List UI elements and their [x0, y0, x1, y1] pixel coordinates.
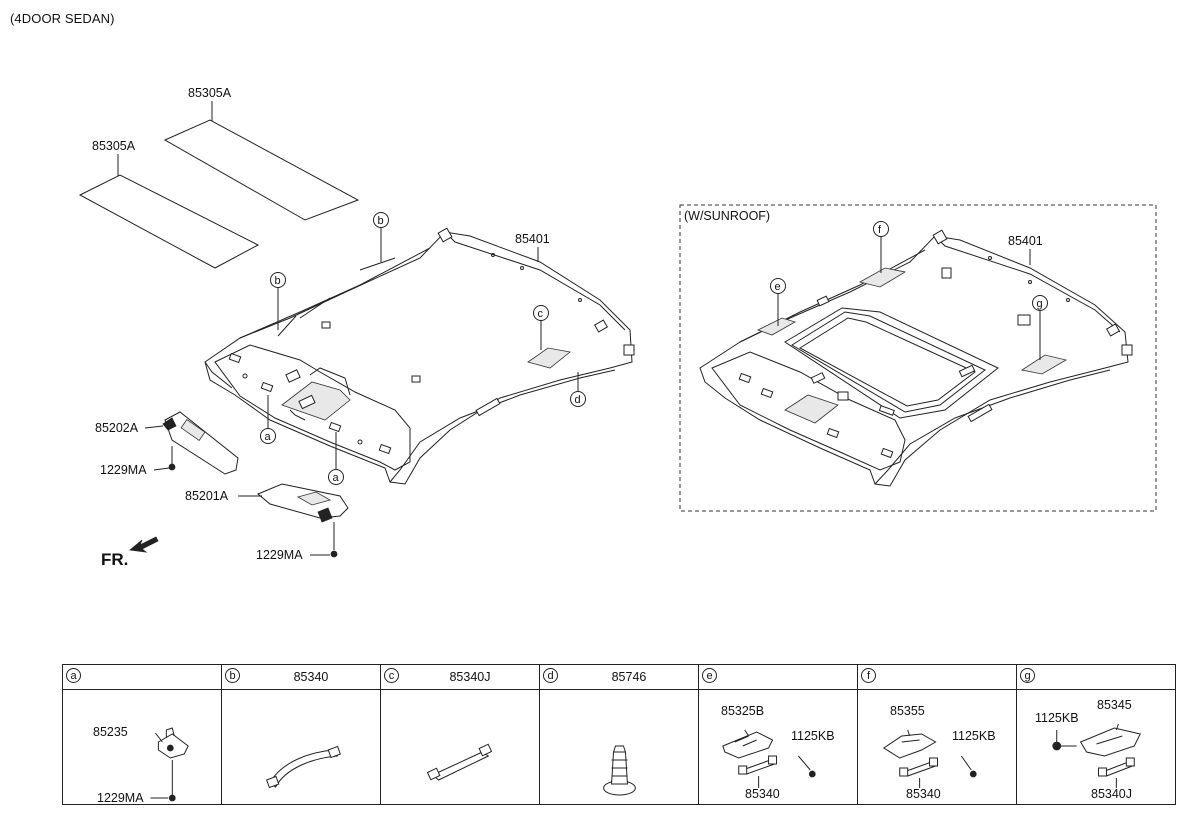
callout-g: g: [1037, 298, 1043, 310]
assist-handle-icon: [266, 745, 341, 789]
sunvisor-lh-screw-label: 1229MA: [256, 548, 303, 562]
sunvisor-rh-label: 85202A: [95, 421, 139, 435]
callout-f: f: [878, 224, 882, 236]
screw-icon: [330, 522, 338, 558]
sunvisor-rh-screw-label: 1229MA: [100, 463, 147, 477]
legend-body: 85325B 1125KB 85340: [699, 690, 857, 805]
legend-cell-c: c 85340J: [381, 665, 540, 804]
callout-circle: [270, 272, 286, 288]
assist-handle-icon: [738, 755, 778, 775]
legend-header: c 85340J: [381, 665, 539, 690]
legend-header: g: [1017, 665, 1175, 690]
front-direction-label: FR.: [101, 550, 128, 569]
legend-cell-a: a 85235 1229MA: [63, 665, 222, 805]
callout-circle: [533, 305, 549, 321]
roof-pad-lower: [78, 174, 260, 269]
legend-body: 85355 1125KB 85340: [858, 690, 1016, 805]
legend-body: [540, 690, 698, 805]
callout-circle: [328, 469, 344, 485]
sunvisor-rh: [162, 411, 239, 475]
legend-body: [222, 690, 380, 805]
legend-body: 85235 1229MA: [63, 690, 221, 805]
legend-sub-label: 85345: [1097, 698, 1132, 712]
legend-sub-label: 85340J: [1091, 787, 1133, 801]
legend-cell-e: e 85325B 1125KB 85340: [699, 665, 858, 804]
screw-icon: [168, 446, 176, 471]
legend-cell-d: d 85746: [540, 665, 699, 804]
legend-letter: b: [225, 668, 240, 683]
leader-line: [144, 425, 164, 429]
callout-circle: [373, 212, 389, 228]
sunvisor-lh-label: 85201A: [185, 489, 229, 503]
legend-cell-b: b 85340: [222, 665, 381, 804]
callout-b-lower: b: [275, 275, 281, 287]
legend-header: a: [63, 665, 221, 690]
legend-header: f: [858, 665, 1016, 690]
legend-letter: c: [384, 668, 399, 683]
callout-a-left: a: [265, 431, 272, 443]
callout-circle: [770, 278, 786, 294]
legend-letter: a: [66, 668, 81, 683]
legend-header: e: [699, 665, 857, 690]
sunroof-variant-frame: [679, 204, 1157, 512]
headlining-label: 85401: [515, 232, 550, 246]
legend-body: [381, 690, 539, 805]
handle-bracket-icon: [882, 733, 937, 759]
clip-icon: [411, 375, 421, 383]
callout-c: c: [538, 308, 544, 320]
legend-cell-g: g 112: [1017, 665, 1175, 804]
callout-circle: [873, 221, 889, 237]
sunroof-headlining-label: 85401: [1008, 234, 1043, 248]
legend-part-number: 85340: [293, 670, 329, 684]
legend-sub-label: 85340: [906, 787, 941, 801]
roof-pad-upper: [163, 119, 360, 221]
legend-sub-label: 85325B: [721, 704, 765, 718]
legend-part-number: 85746: [611, 670, 647, 684]
legend-sub-label: 85235: [93, 725, 128, 739]
callout-e: e: [775, 281, 781, 293]
page-title: (4DOOR SEDAN): [10, 11, 115, 26]
legend-sub-label: 1125KB: [952, 729, 996, 743]
legend-letter: g: [1020, 668, 1035, 683]
parts-legend-table: a 85235 1229MA b 85340: [62, 664, 1176, 805]
callout-circle: [1032, 295, 1048, 311]
callout-d: d: [575, 394, 581, 406]
screw-icon: [1052, 741, 1077, 751]
assist-handle-icon: [899, 757, 938, 777]
leader-line: [153, 467, 170, 471]
legend-part-number: 85340J: [449, 670, 491, 684]
callout-circle: [260, 428, 276, 444]
legend-letter: f: [861, 668, 876, 683]
headlining-sunroof: [699, 229, 1133, 487]
legend-letter: e: [702, 668, 717, 683]
legend-sub-label: 85340: [745, 787, 780, 801]
sunroof-title: (W/SUNROOF): [684, 209, 770, 223]
front-arrow-icon: [129, 536, 159, 553]
legend-sub-label: 1229MA: [97, 791, 144, 805]
roof-pad-lower-label: 85305A: [92, 139, 136, 153]
assist-handle-icon: [426, 743, 493, 781]
callout-b-upper: b: [378, 215, 384, 227]
callout-circle: [570, 391, 586, 407]
assist-handle-icon: [1097, 757, 1135, 777]
clip-icon: [321, 321, 331, 329]
legend-header: b 85340: [222, 665, 380, 690]
roof-bracket-icon: [157, 727, 189, 759]
legend-sub-label: 85355: [890, 704, 925, 718]
legend-sub-label: 1125KB: [791, 729, 835, 743]
push-clip-icon: [603, 745, 636, 796]
sunvisor-lh: [257, 483, 349, 523]
roof-pad-upper-label: 85305A: [188, 86, 232, 100]
legend-body: 1125KB 85345 85340J: [1017, 690, 1175, 805]
legend-cell-f: f 85355 1125KB 85340: [858, 665, 1017, 804]
headlining-main: [204, 227, 635, 485]
callout-a-right: a: [333, 472, 340, 484]
legend-header: d 85746: [540, 665, 698, 690]
handle-bracket-icon: [722, 731, 774, 759]
handle-bracket-icon: [1079, 727, 1141, 757]
legend-sub-label: 1125KB: [1035, 711, 1079, 725]
legend-letter: d: [543, 668, 558, 683]
